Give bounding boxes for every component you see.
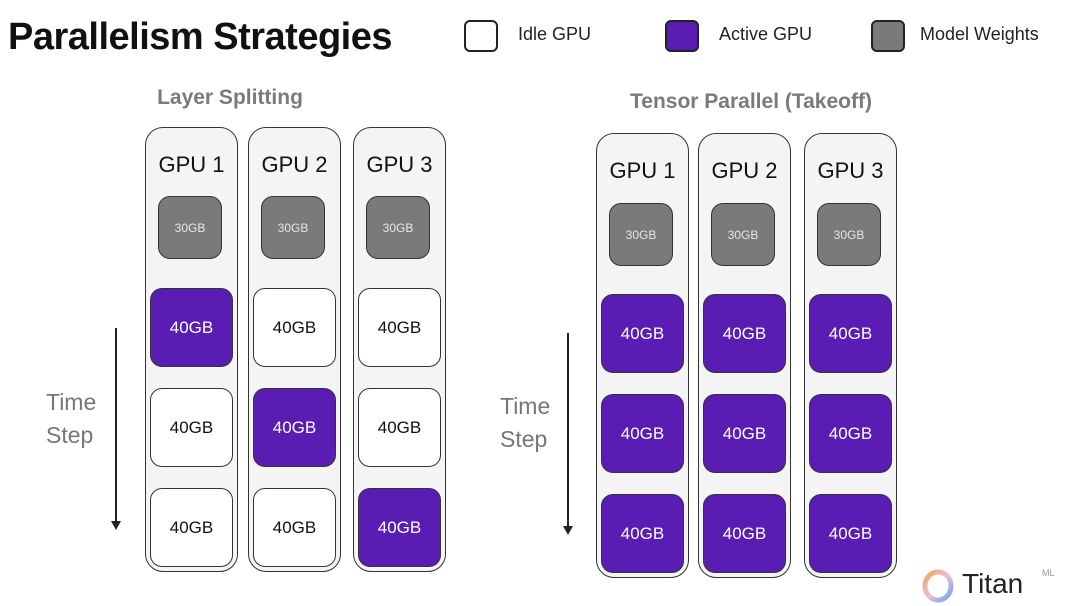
model-weights-block: 30GB xyxy=(609,203,673,266)
active-gpu-layer-block: 40GB xyxy=(601,394,684,473)
model-weights-block: 30GB xyxy=(158,196,222,259)
idle-gpu-layer-block: 40GB xyxy=(358,388,441,467)
gpu-label: GPU 1 xyxy=(609,158,676,183)
gpu-label: GPU 2 xyxy=(261,152,328,177)
model-weights-block: 30GB xyxy=(711,203,775,266)
panel-title: Layer Splitting xyxy=(157,86,303,109)
idle-gpu-layer-block: 40GB xyxy=(253,488,336,567)
idle-gpu-layer-block: 40GB xyxy=(358,288,441,367)
time-label: Time xyxy=(46,389,97,415)
time-label: Time xyxy=(500,393,551,419)
idle-gpu-layer-block: 40GB xyxy=(150,388,233,467)
model-weights-block: 30GB xyxy=(817,203,881,266)
active-gpu-layer-block: 40GB xyxy=(253,388,336,467)
gpu-label: GPU 2 xyxy=(711,158,778,183)
active-gpu-layer-block: 40GB xyxy=(703,394,786,473)
titan-logo-icon xyxy=(922,569,954,603)
step-label: Step xyxy=(46,422,94,448)
active-gpu-layer-block: 40GB xyxy=(703,494,786,573)
legend-active-label: Active GPU xyxy=(719,24,813,44)
active-gpu-layer-block: 40GB xyxy=(150,288,233,367)
active-gpu-layer-block: 40GB xyxy=(601,494,684,573)
legend-idle-swatch xyxy=(464,20,498,52)
time-arrow-icon xyxy=(112,328,120,530)
legend-active-swatch xyxy=(665,20,699,52)
model-weights-block: 30GB xyxy=(366,196,430,259)
legend-idle-label: Idle GPU xyxy=(518,24,592,44)
active-gpu-layer-block: 40GB xyxy=(809,494,892,573)
panel-title: Tensor Parallel (Takeoff) xyxy=(630,90,872,113)
model-weights-block: 30GB xyxy=(261,196,325,259)
step-label: Step xyxy=(500,426,548,452)
active-gpu-layer-block: 40GB xyxy=(358,488,441,567)
legend-weights-label: Model Weights xyxy=(920,24,1039,44)
idle-gpu-layer-block: 40GB xyxy=(253,288,336,367)
active-gpu-layer-block: 40GB xyxy=(601,294,684,373)
legend-weights-swatch xyxy=(871,20,905,52)
active-gpu-layer-block: 40GB xyxy=(809,294,892,373)
page-title: Parallelism Strategies xyxy=(8,16,393,58)
active-gpu-layer-block: 40GB xyxy=(809,394,892,473)
gpu-label: GPU 3 xyxy=(817,158,884,183)
gpu-label: GPU 3 xyxy=(366,152,433,177)
time-arrow-icon xyxy=(564,333,572,535)
active-gpu-layer-block: 40GB xyxy=(703,294,786,373)
logo-text: Titan xyxy=(962,568,1024,599)
logo-superscript: ML xyxy=(1042,568,1055,578)
gpu-label: GPU 1 xyxy=(158,152,225,177)
idle-gpu-layer-block: 40GB xyxy=(150,488,233,567)
